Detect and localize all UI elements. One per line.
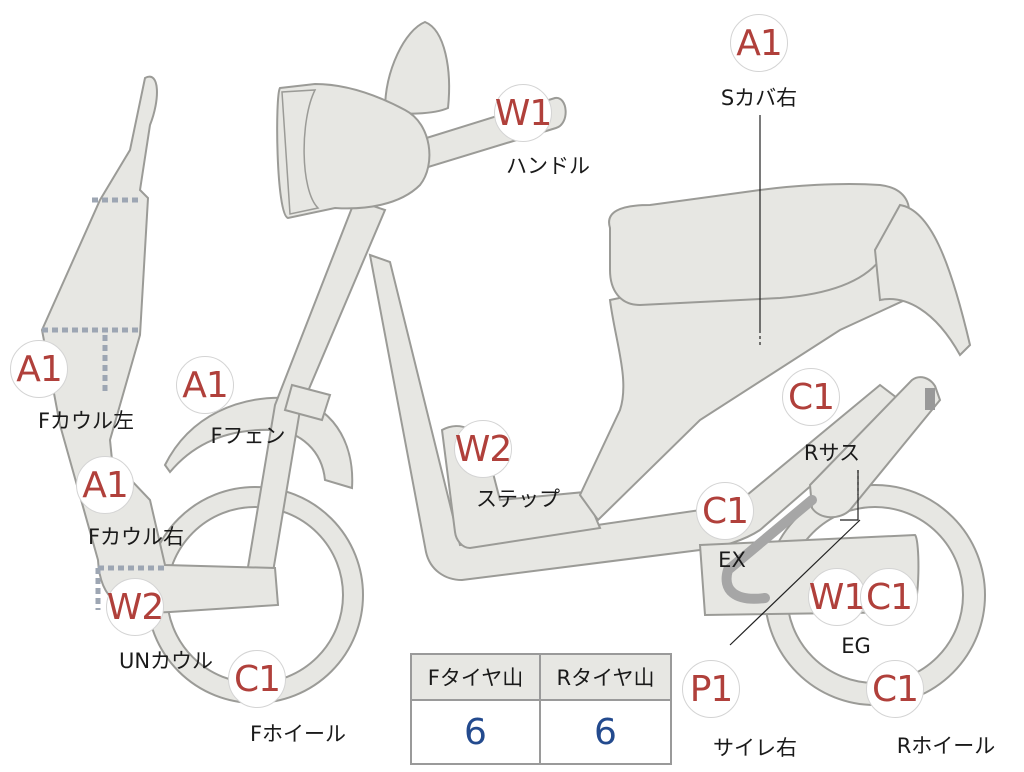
label-f-wheel: Fホイール [249,722,347,746]
headlight-lens-shape [281,89,320,215]
windshield-shape [383,20,451,115]
code-badge-step: W2 [454,420,512,478]
label-muffler-right: サイレ右 [713,736,797,760]
leader-muffler [729,519,861,646]
rear-shock-shape [808,376,942,519]
exhaust-pipe-shape [721,495,817,604]
shock-spring-shape [925,388,935,410]
code-badge-handle: W1 [494,84,552,142]
label-s-cover-right: Sカバ右 [720,86,798,110]
code-badge-s-cover-right: A1 [730,14,788,72]
cowl-seam-lower [95,565,168,610]
rear-tire-tread-header: Rタイヤ山 [541,655,670,701]
label-f-cowl-left: Fカウル左 [37,409,135,433]
code-badge-f-wheel: C1 [228,650,286,708]
headlight-shape [276,82,431,220]
label-f-cowl-right: Fカウル右 [87,525,185,549]
label-under-cowl: UNカウル [118,649,214,673]
label-f-fender: Fフェン [210,424,286,448]
code-badge-f-cowl-right: A1 [76,456,134,514]
code-badge-muffler-right: P1 [682,660,740,718]
code-badge-engine-w: W1 [808,568,866,626]
label-handle: ハンドル [506,154,590,178]
label-engine: EG [841,634,871,658]
seat-shape [608,182,910,307]
label-step: ステップ [476,487,560,511]
code-badge-f-cowl-left: A1 [10,340,68,398]
label-r-suspension: Rサス [803,441,861,465]
label-exhaust: EX [718,548,746,572]
code-badge-under-cowl: W2 [106,578,164,636]
fork-collar-shape [283,383,332,422]
tail-cowl-shape [873,203,972,357]
code-badge-r-suspension: C1 [782,368,840,426]
label-r-wheel: Rホイール [896,734,996,758]
front-fender-shape [163,396,354,490]
front-tire-tread-value: 6 [412,701,541,763]
front-tire-tread-header: Fタイヤ山 [412,655,541,701]
code-badge-exhaust: C1 [696,482,754,540]
code-badge-f-fender: A1 [176,356,234,414]
leader-r-sus-down [840,470,859,521]
rear-tire-tread-value: 6 [594,711,617,753]
tire-tread-table: Fタイヤ山 Rタイヤ山 6 6 [410,653,672,765]
code-badge-engine-c: C1 [860,568,918,626]
code-badge-r-wheel: C1 [866,660,924,718]
